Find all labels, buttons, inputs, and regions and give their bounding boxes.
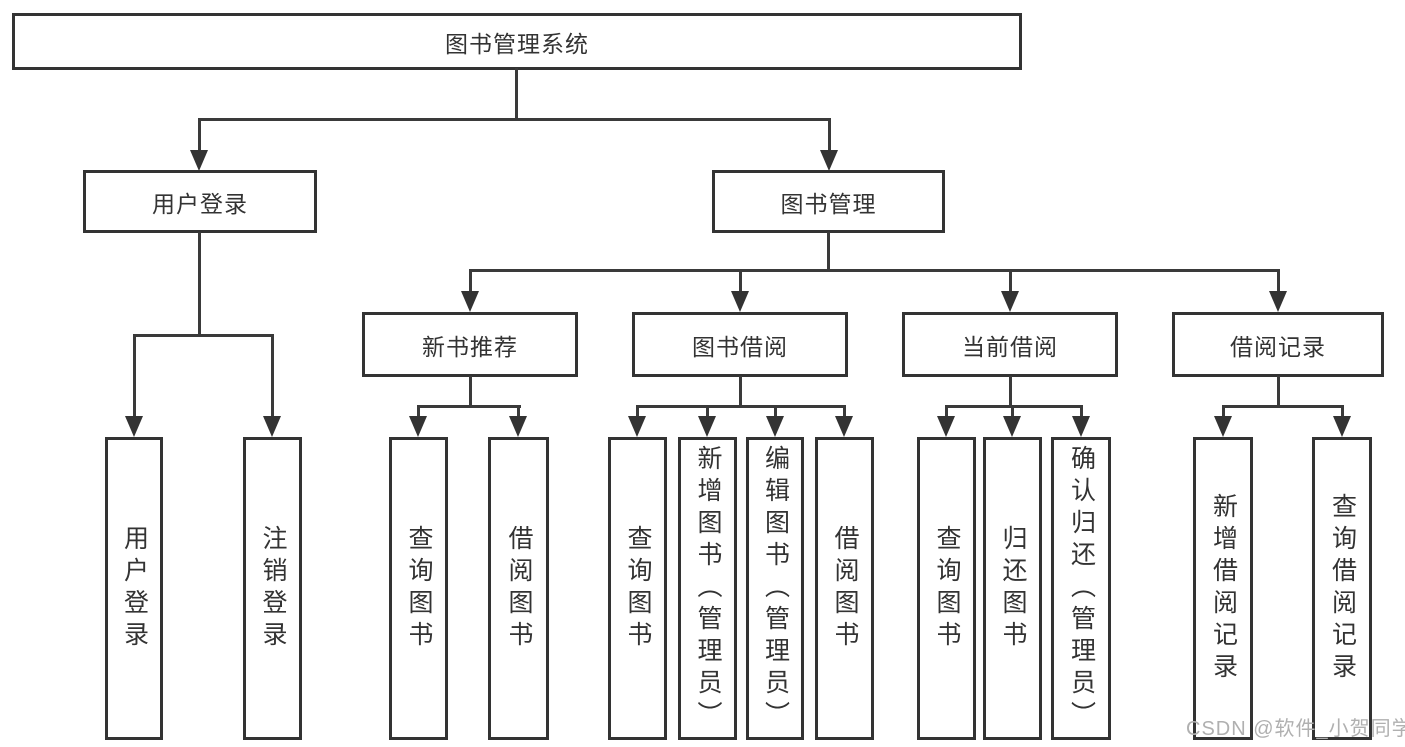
leaf-return-book: 归还图书 [983, 437, 1042, 740]
edge-leaf-stem [517, 405, 520, 419]
leaf-label: 新增图书（管理员） [694, 444, 722, 733]
leaf-label: 用户登录 [120, 524, 149, 653]
arrow-down-icon [263, 416, 281, 437]
leaf-label: 查询图书 [933, 524, 961, 653]
leaf-query-borrow-record: 查询借阅记录 [1312, 437, 1372, 740]
edge-level3-stem [1277, 269, 1280, 294]
node-label: 图书管理 [780, 190, 877, 217]
arrow-down-icon [698, 416, 716, 437]
leaf-label: 查询借阅记录 [1328, 492, 1357, 685]
leaf-label: 确认归还（管理员） [1067, 444, 1096, 733]
edge-leaf-stem [774, 405, 777, 419]
arrow-down-icon [835, 416, 853, 437]
leaf-add-borrow-record: 新增借阅记录 [1193, 437, 1253, 740]
arrow-down-icon [125, 416, 143, 437]
arrow-down-icon [731, 291, 749, 312]
edge-root-stem [515, 68, 518, 121]
leaf-borrow-books: 借阅图书 [815, 437, 874, 740]
edge-borrow-bar [636, 405, 846, 408]
node-label: 当前借阅 [962, 333, 1058, 360]
leaf-user-login: 用户登录 [105, 437, 163, 740]
edge-leaf-stem [1222, 405, 1225, 419]
node-label: 用户登录 [152, 190, 248, 217]
arrow-down-icon [1333, 416, 1351, 437]
arrow-down-icon [1269, 291, 1287, 312]
edge-level3-bar [469, 269, 1280, 272]
arrow-down-icon [628, 416, 646, 437]
leaf-edit-book-admin: 编辑图书（管理员） [746, 437, 804, 740]
edge-leaf-stem [1341, 405, 1344, 419]
edge-user-login-stem [198, 118, 201, 154]
edge-level3-stem [1009, 269, 1012, 294]
arrow-down-icon [1003, 416, 1021, 437]
edge-leaf-stem [1080, 405, 1083, 419]
leaf-label: 查询图书 [624, 524, 652, 653]
leaf-add-book-admin: 新增图书（管理员） [678, 437, 737, 740]
node-label: 借阅记录 [1230, 333, 1326, 360]
arrow-down-icon [820, 150, 838, 171]
node-label: 图书借阅 [692, 333, 788, 360]
node-user-login: 用户登录 [83, 170, 317, 233]
edge-root-bar [198, 118, 831, 121]
node-book-borrow: 图书借阅 [632, 312, 848, 377]
edge-leaf-stem [706, 405, 709, 419]
edge-user-login-bar [133, 334, 274, 337]
edge-leaf-stem [636, 405, 639, 419]
leaf-query-books-current: 查询图书 [917, 437, 976, 740]
node-book-management: 图书管理 [712, 170, 945, 233]
edge-current-bar [945, 405, 1083, 408]
edge-current-down [1009, 376, 1012, 408]
leaf-label: 查询图书 [405, 524, 433, 653]
leaf-query-books-borrow: 查询图书 [608, 437, 667, 740]
edge-leaf-stem [1011, 405, 1014, 419]
node-current-borrow: 当前借阅 [902, 312, 1118, 377]
edge-user-login-down [198, 232, 201, 336]
leaf-label: 归还图书 [999, 524, 1027, 653]
edge-level3-stem [739, 269, 742, 294]
edge-recommend-down [469, 376, 472, 408]
leaf-label: 借阅图书 [505, 524, 533, 653]
arrow-down-icon [409, 416, 427, 437]
node-root-library-system: 图书管理系统 [12, 13, 1022, 70]
arrow-down-icon [1001, 291, 1019, 312]
leaf-query-books-recommend: 查询图书 [389, 437, 448, 740]
edge-level3-stem [469, 269, 472, 294]
arrow-down-icon [461, 291, 479, 312]
leaf-borrow-books-recommend: 借阅图书 [488, 437, 549, 740]
edge-book-mgmt-stem [828, 118, 831, 154]
edge-leaf-stem [945, 405, 948, 419]
arrow-down-icon [190, 150, 208, 171]
edge-recommend-bar [417, 405, 521, 408]
edge-records-down [1277, 376, 1280, 408]
arrow-down-icon [1214, 416, 1232, 437]
edge-borrow-down [739, 376, 742, 408]
leaf-confirm-return-admin: 确认归还（管理员） [1051, 437, 1111, 740]
leaf-label: 借阅图书 [831, 524, 859, 653]
node-label: 新书推荐 [422, 333, 518, 360]
node-new-book-recommend: 新书推荐 [362, 312, 578, 377]
arrow-down-icon [937, 416, 955, 437]
arrow-down-icon [1072, 416, 1090, 437]
leaf-label: 编辑图书（管理员） [761, 444, 790, 733]
node-label: 图书管理系统 [445, 30, 589, 57]
edge-leaf-stem [271, 334, 274, 418]
leaf-label: 注销登录 [259, 524, 287, 653]
edge-leaf-stem [843, 405, 846, 419]
csdn-watermark: CSDN @软件_小贺同学 [1186, 718, 1405, 740]
arrow-down-icon [509, 416, 527, 437]
node-borrow-records: 借阅记录 [1172, 312, 1384, 377]
edge-leaf-stem [133, 334, 136, 418]
edge-book-mgmt-down [827, 232, 830, 272]
edge-leaf-stem [417, 405, 420, 419]
arrow-down-icon [766, 416, 784, 437]
leaf-logout: 注销登录 [243, 437, 302, 740]
edge-records-bar [1222, 405, 1344, 408]
leaf-label: 新增借阅记录 [1209, 492, 1238, 685]
